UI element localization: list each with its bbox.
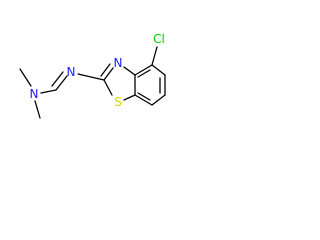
bond-to-chlorine [151,46,158,66]
bond-c2-to-imine-n [77,73,105,81]
atom-chlorine: Cl [153,32,165,46]
bond-ch-to-amine-n [40,89,57,94]
bond-amine-n-to-methyl-down [34,100,41,119]
bond-c7-cl-ring [151,64,166,76]
bond-sulfur-to-ring [123,94,136,101]
bond-c-to-thiazole-n [123,66,136,76]
bond-ring-top-left [134,64,153,76]
bond-ring-inner-bottom [137,92,151,101]
bond-thiazole-n-to-c2 [103,67,114,81]
atom-sulfur: S [114,95,122,109]
molecule-structure-diagram: Cl N S N N [19,32,166,119]
bond-thiazole-n-to-c2-double [100,63,111,77]
bond-ring-bottom-left [134,94,153,106]
bond-ring-bottom-right [151,94,166,106]
bond-imine-n-to-ch-double [51,71,64,87]
bond-c2-to-sulfur [103,79,113,96]
bond-amine-n-to-methyl-up [19,68,32,87]
atom-nitrogen-imine: N [67,65,76,79]
atom-nitrogen-amine: N [30,87,39,101]
bond-imine-n-to-ch [55,75,68,91]
atom-nitrogen-thiazole: N [114,56,123,70]
bond-ring-inner-top [137,69,151,78]
